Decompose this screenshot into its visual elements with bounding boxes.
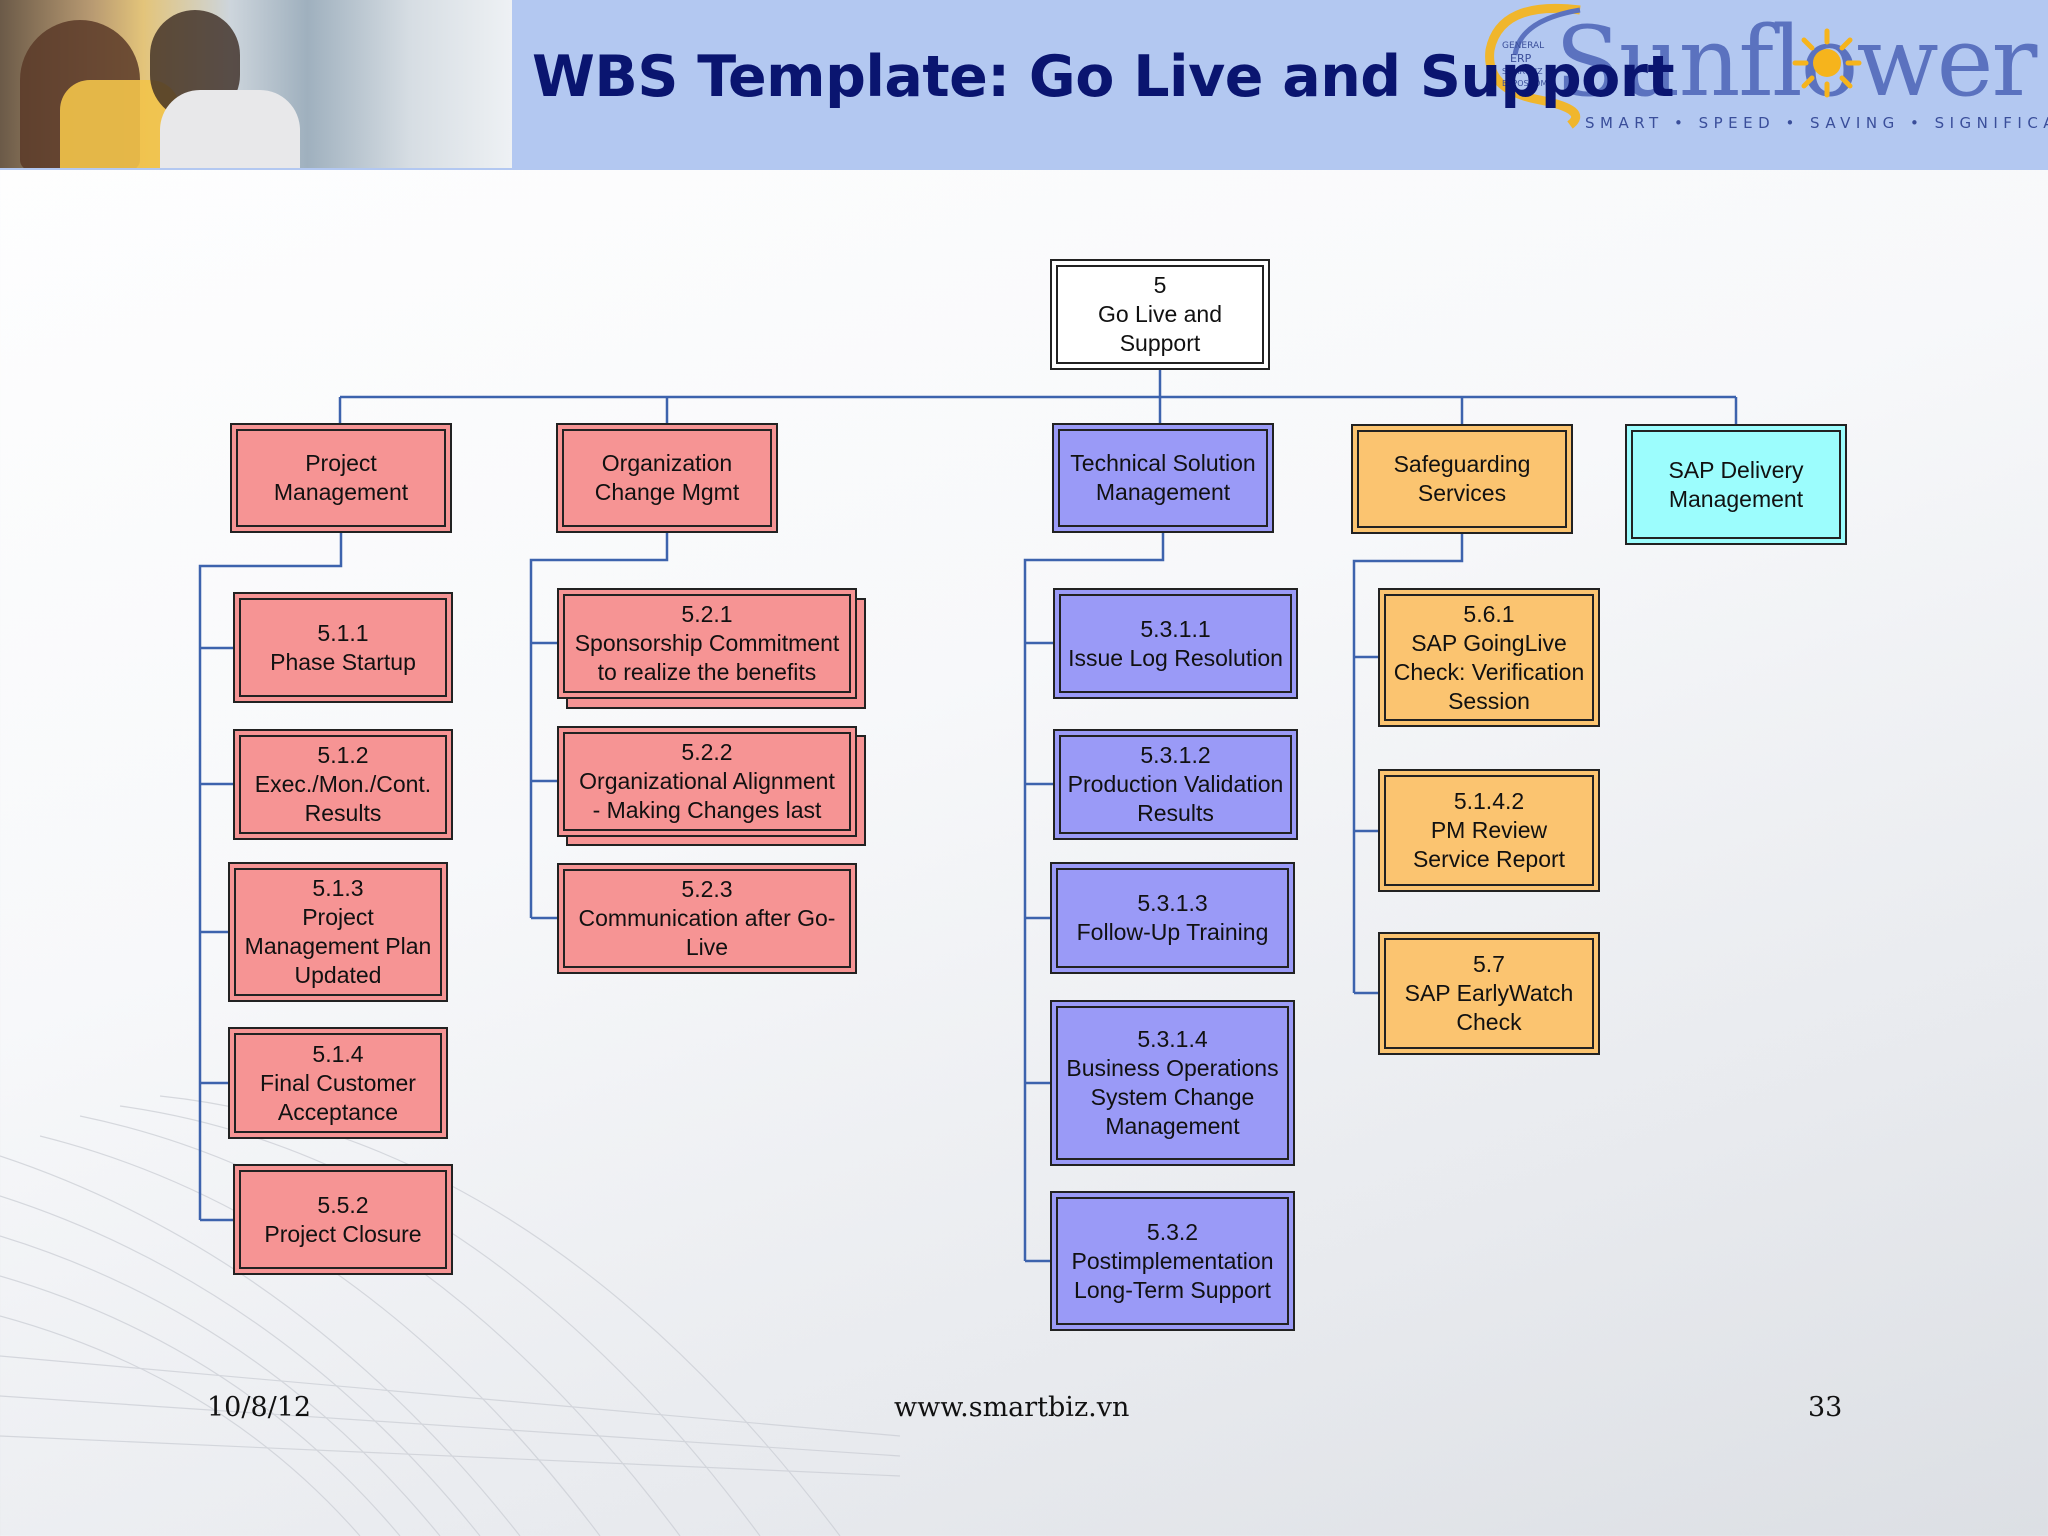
svg-text:BI POSCOM: BI POSCOM: [1502, 79, 1547, 88]
wbs-node-5-2-3: 5.2.3 Communication after Go- Live: [557, 863, 857, 974]
svg-text:ERP: ERP: [1510, 52, 1532, 65]
wbs-node-5-2-1: 5.2.1 Sponsorship Commitment to realize …: [557, 588, 857, 699]
wbs-node-5-6-1: 5.6.1 SAP GoingLive Check: Verification …: [1378, 588, 1600, 727]
wbs-node-technical-solution-management: Technical Solution Management: [1052, 423, 1274, 533]
wbs-node-organization-change-mgmt: Organization Change Mgmt: [556, 423, 778, 533]
footer-date: 10/8/12: [207, 1392, 312, 1423]
slide-title: WBS Template: Go Live and Support: [532, 44, 1675, 110]
wbs-node-sap-delivery-management: SAP Delivery Management: [1625, 424, 1847, 545]
wbs-node-safeguarding-services: Safeguarding Services: [1351, 424, 1573, 534]
header-photo: [0, 0, 512, 168]
svg-text:SMARTBIZ: SMARTBIZ: [1502, 67, 1543, 76]
footer-url: www.smartbiz.vn: [894, 1392, 1130, 1423]
wbs-node-5-3-1-3: 5.3.1.3 Follow-Up Training: [1050, 862, 1295, 974]
wbs-node-5-3-1-2: 5.3.1.2 Production Validation Results: [1053, 729, 1298, 840]
logo-swirl-icon: GENERAL ERP SMARTBIZ BI POSCOM: [1485, 3, 1581, 129]
wbs-node-5-5-2: 5.5.2 Project Closure: [233, 1164, 453, 1275]
wbs-node-5-3-2: 5.3.2 Postimplementation Long-Term Suppo…: [1050, 1191, 1295, 1331]
wbs-node-5-1-2: 5.1.2 Exec./Mon./Cont. Results: [233, 729, 453, 840]
wbs-root-node: 5 Go Live and Support: [1050, 259, 1270, 370]
wbs-node-5-1-3: 5.1.3 Project Management Plan Updated: [228, 862, 448, 1002]
svg-text:GENERAL: GENERAL: [1502, 41, 1544, 51]
sun-icon: [1792, 28, 1862, 98]
wbs-node-5-7: 5.7 SAP EarlyWatch Check: [1378, 932, 1600, 1055]
wbs-node-5-3-1-4: 5.3.1.4 Business Operations System Chang…: [1050, 1000, 1295, 1166]
wbs-node-5-3-1-1: 5.3.1.1 Issue Log Resolution: [1053, 588, 1298, 699]
wbs-node-project-management: Project Management: [230, 423, 452, 533]
sunflower-logo: GENERAL ERP SMARTBIZ BI POSCOM Sunflower…: [1460, 0, 2048, 168]
wbs-node-5-1-1: 5.1.1 Phase Startup: [233, 592, 453, 703]
wbs-node-5-1-4-2: 5.1.4.2 PM Review Service Report: [1378, 769, 1600, 892]
wbs-node-5-1-4: 5.1.4 Final Customer Acceptance: [228, 1027, 448, 1139]
wbs-node-5-2-2: 5.2.2 Organizational Alignment - Making …: [557, 726, 857, 837]
footer-page-number: 33: [1808, 1392, 1843, 1423]
slide-header-band: GENERAL ERP SMARTBIZ BI POSCOM Sunflower…: [0, 0, 2048, 170]
logo-tagline: SMART • SPEED • SAVING • SIGNIFICANT: [1585, 114, 2048, 132]
